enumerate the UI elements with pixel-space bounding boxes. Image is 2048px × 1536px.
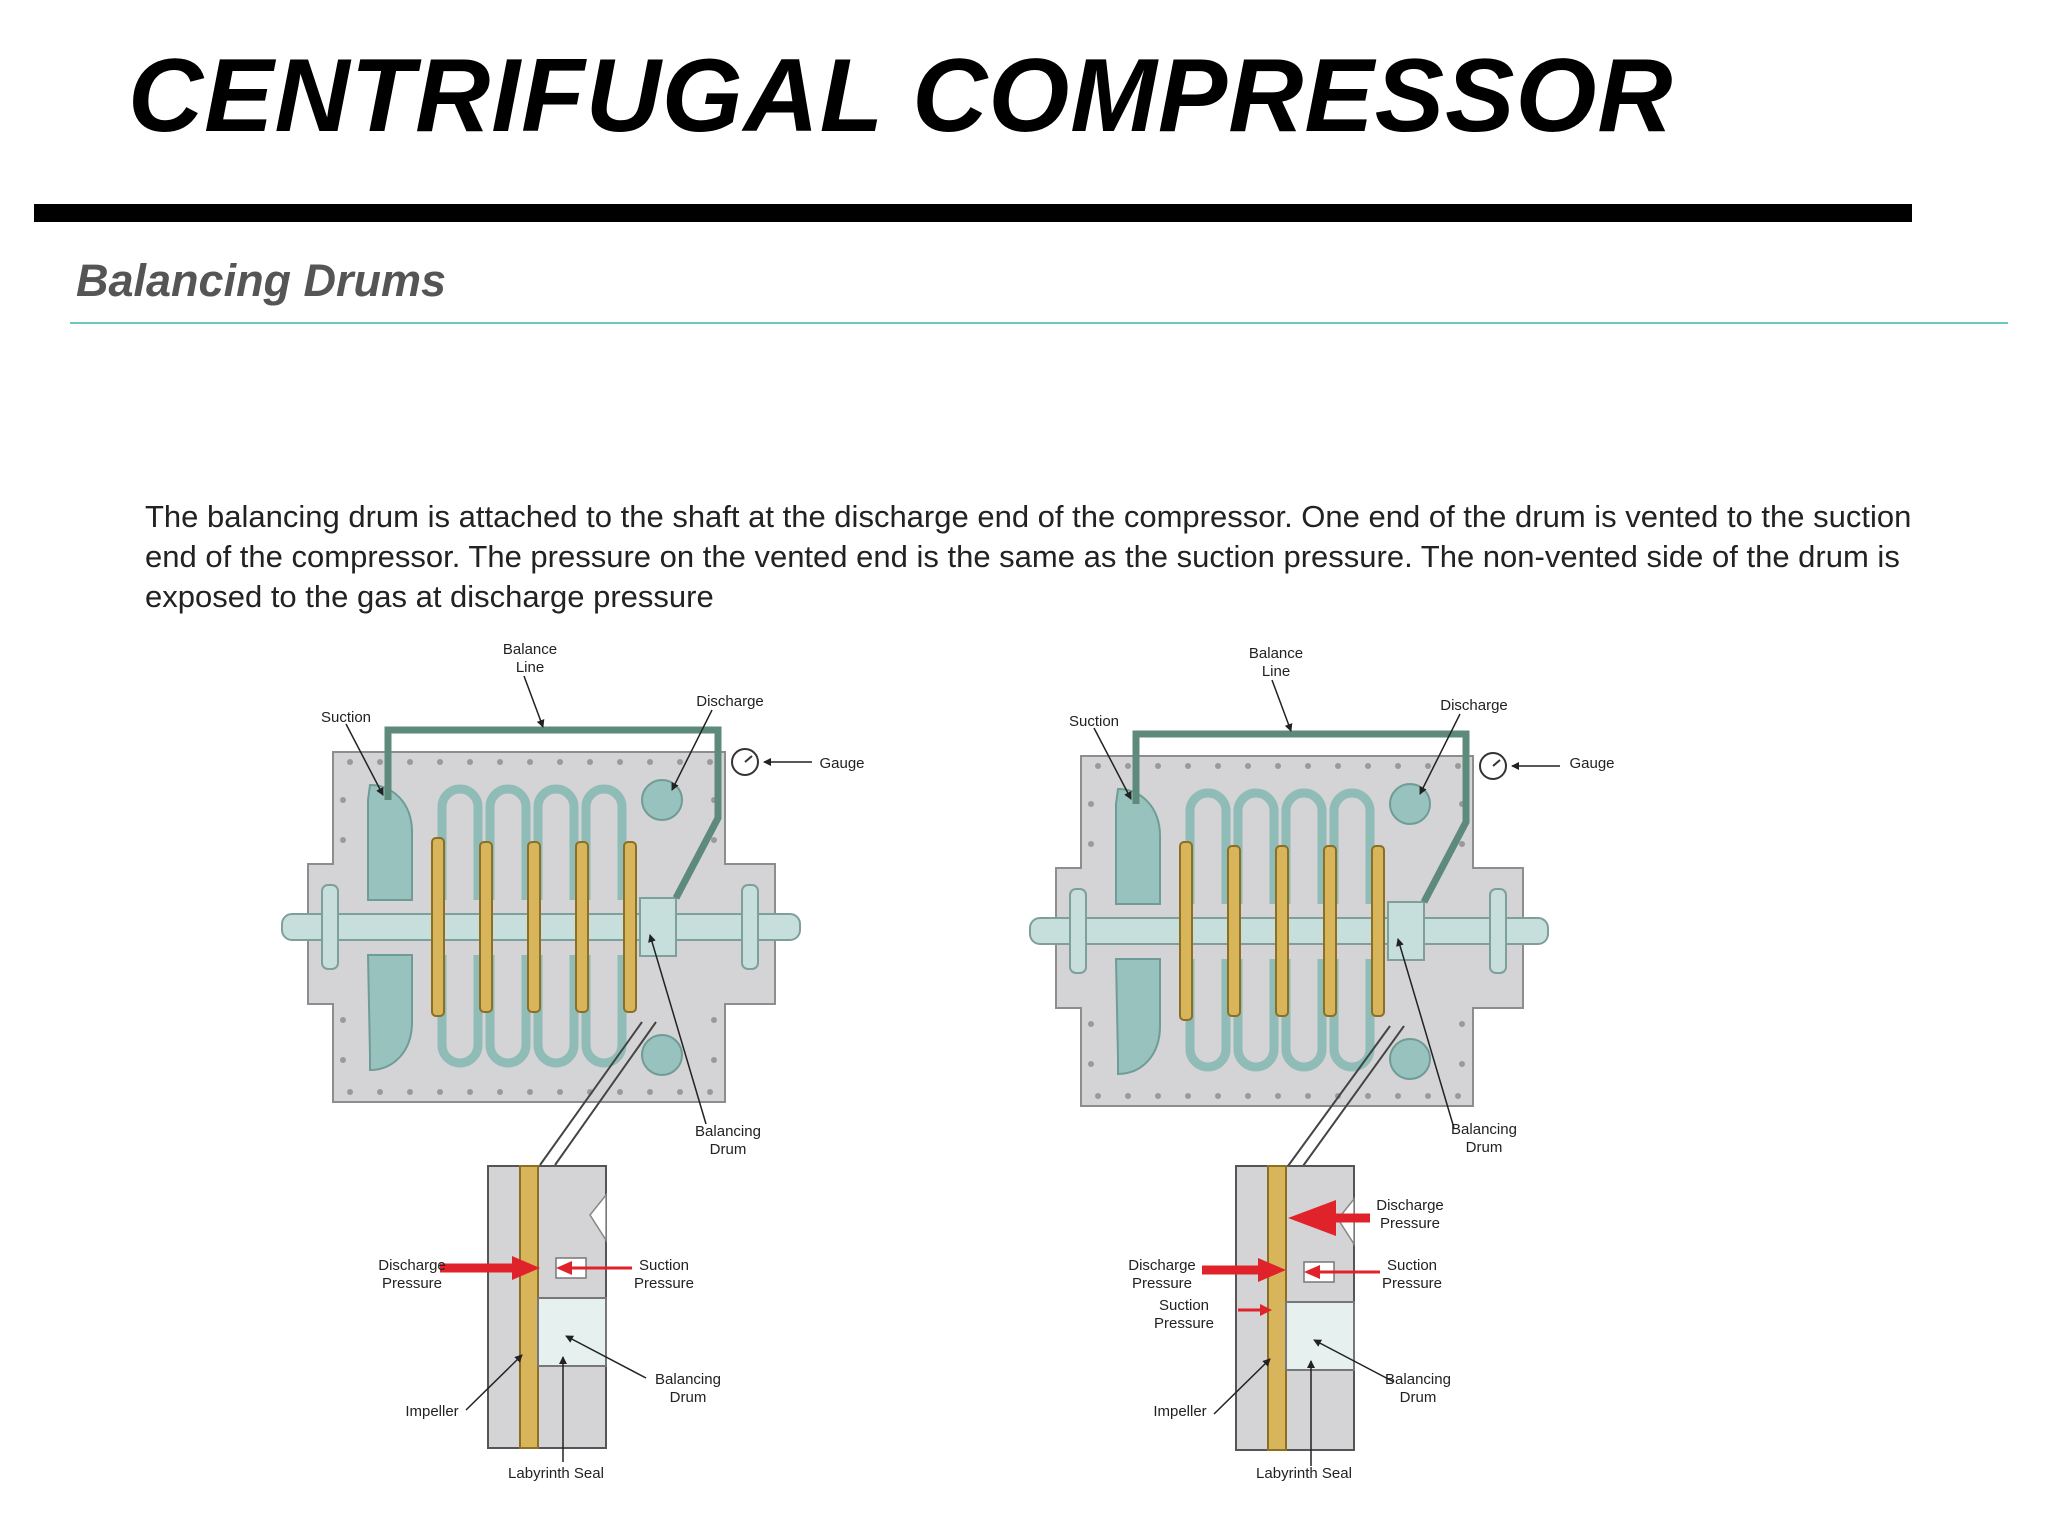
label-labyrinth-seal: Labyrinth Seal <box>508 1465 604 1482</box>
label-suction: Suction <box>321 709 371 726</box>
balancing-drum <box>639 897 677 957</box>
label-gauge: Gauge <box>819 755 864 772</box>
gauge-icon <box>1479 752 1507 780</box>
slide-title: CENTRIFUGAL COMPRESSOR <box>128 38 1674 154</box>
detail-view <box>440 1165 632 1449</box>
label-impeller: Impeller <box>405 1403 458 1420</box>
label-impeller: Impeller <box>1153 1403 1206 1420</box>
section-heading: Balancing Drums <box>76 255 447 306</box>
detail-connector <box>554 1021 657 1166</box>
balance-line-pipe <box>384 726 722 900</box>
detail-connector <box>1287 1025 1391 1167</box>
title-underline <box>34 204 1912 222</box>
impellers <box>431 837 637 1017</box>
suction-inlet <box>366 783 413 1072</box>
label-discharge: Discharge <box>1440 697 1508 714</box>
detail-connector <box>539 1021 643 1166</box>
label-labyrinth-seal: Labyrinth Seal <box>1256 1465 1352 1482</box>
stage-passages <box>437 784 627 1068</box>
suction-inlet <box>1114 787 1161 1076</box>
detail-connector <box>1302 1025 1405 1167</box>
stage-passages <box>1185 788 1375 1072</box>
leader-lines <box>1093 679 1560 1466</box>
leader-lines <box>345 675 812 1462</box>
label-suction: Suction <box>1069 713 1119 730</box>
detail-view <box>1202 1165 1380 1451</box>
gauge-icon <box>731 748 759 776</box>
description-paragraph: The balancing drum is attached to the sh… <box>145 499 1912 614</box>
balance-line-pipe <box>1132 730 1470 904</box>
label-gauge: Gauge <box>1569 755 1614 772</box>
impellers <box>1179 841 1385 1021</box>
balancing-drum <box>1387 901 1425 961</box>
label-discharge: Discharge <box>696 693 764 710</box>
section-divider <box>70 322 2008 324</box>
